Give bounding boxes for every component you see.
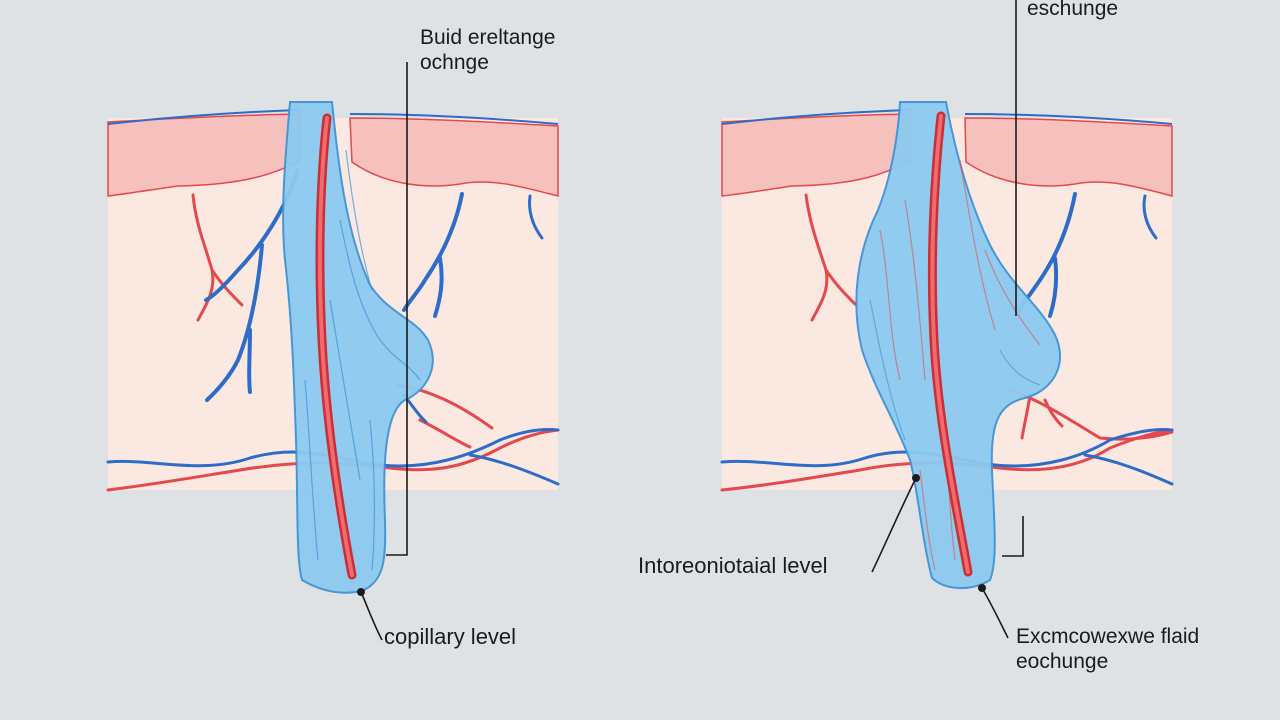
left-upper-tissue-layer bbox=[107, 113, 301, 197]
left-fluid-streaks bbox=[304, 149, 421, 571]
left-panel bbox=[106, 62, 560, 641]
right-fluid-channel bbox=[855, 101, 1061, 590]
left-capillary-tube-highlight bbox=[317, 116, 354, 577]
right-side-bracket bbox=[1002, 516, 1024, 557]
left-vein-branch-2 bbox=[402, 192, 464, 318]
right-artery-branch-2 bbox=[1008, 388, 1174, 441]
right-top-membrane bbox=[721, 109, 1173, 125]
right-vein-branch-2 bbox=[1142, 194, 1158, 240]
bottom-right-leader-line bbox=[981, 587, 1009, 639]
exchange-label: eschunge bbox=[1027, 0, 1119, 20]
right-fluid-streaks-blue bbox=[869, 299, 1041, 441]
right-fluid-streaks bbox=[879, 159, 1041, 571]
left-upper-tissue-layer-right bbox=[349, 117, 559, 197]
left-top-membrane bbox=[107, 109, 559, 125]
capillary-leader-line bbox=[360, 591, 383, 641]
left-artery-branch-1 bbox=[191, 193, 244, 322]
interstitial-leader-dot bbox=[912, 474, 920, 482]
fluid-exchange-label: Buid ereltange ochnge bbox=[420, 26, 556, 74]
interstitial-level-label: Intoreoniotaial level bbox=[638, 553, 828, 578]
interstitial-leader-line bbox=[871, 477, 917, 573]
bottom-right-leader-dot bbox=[978, 584, 986, 592]
capillary-leader-dot bbox=[357, 588, 365, 596]
left-top-leader-line bbox=[386, 62, 408, 556]
extracellular-fluid-exchange-label: Excmcowexwe flaid eochunge bbox=[1016, 625, 1200, 673]
left-vein-branch-3 bbox=[528, 194, 544, 240]
right-panel bbox=[720, 0, 1174, 639]
right-artery-branch-1 bbox=[804, 193, 858, 322]
right-upper-tissue-layer bbox=[721, 113, 911, 197]
right-capillary-tube-highlight bbox=[930, 114, 970, 574]
capillary-level-label: copillary level bbox=[384, 624, 517, 649]
